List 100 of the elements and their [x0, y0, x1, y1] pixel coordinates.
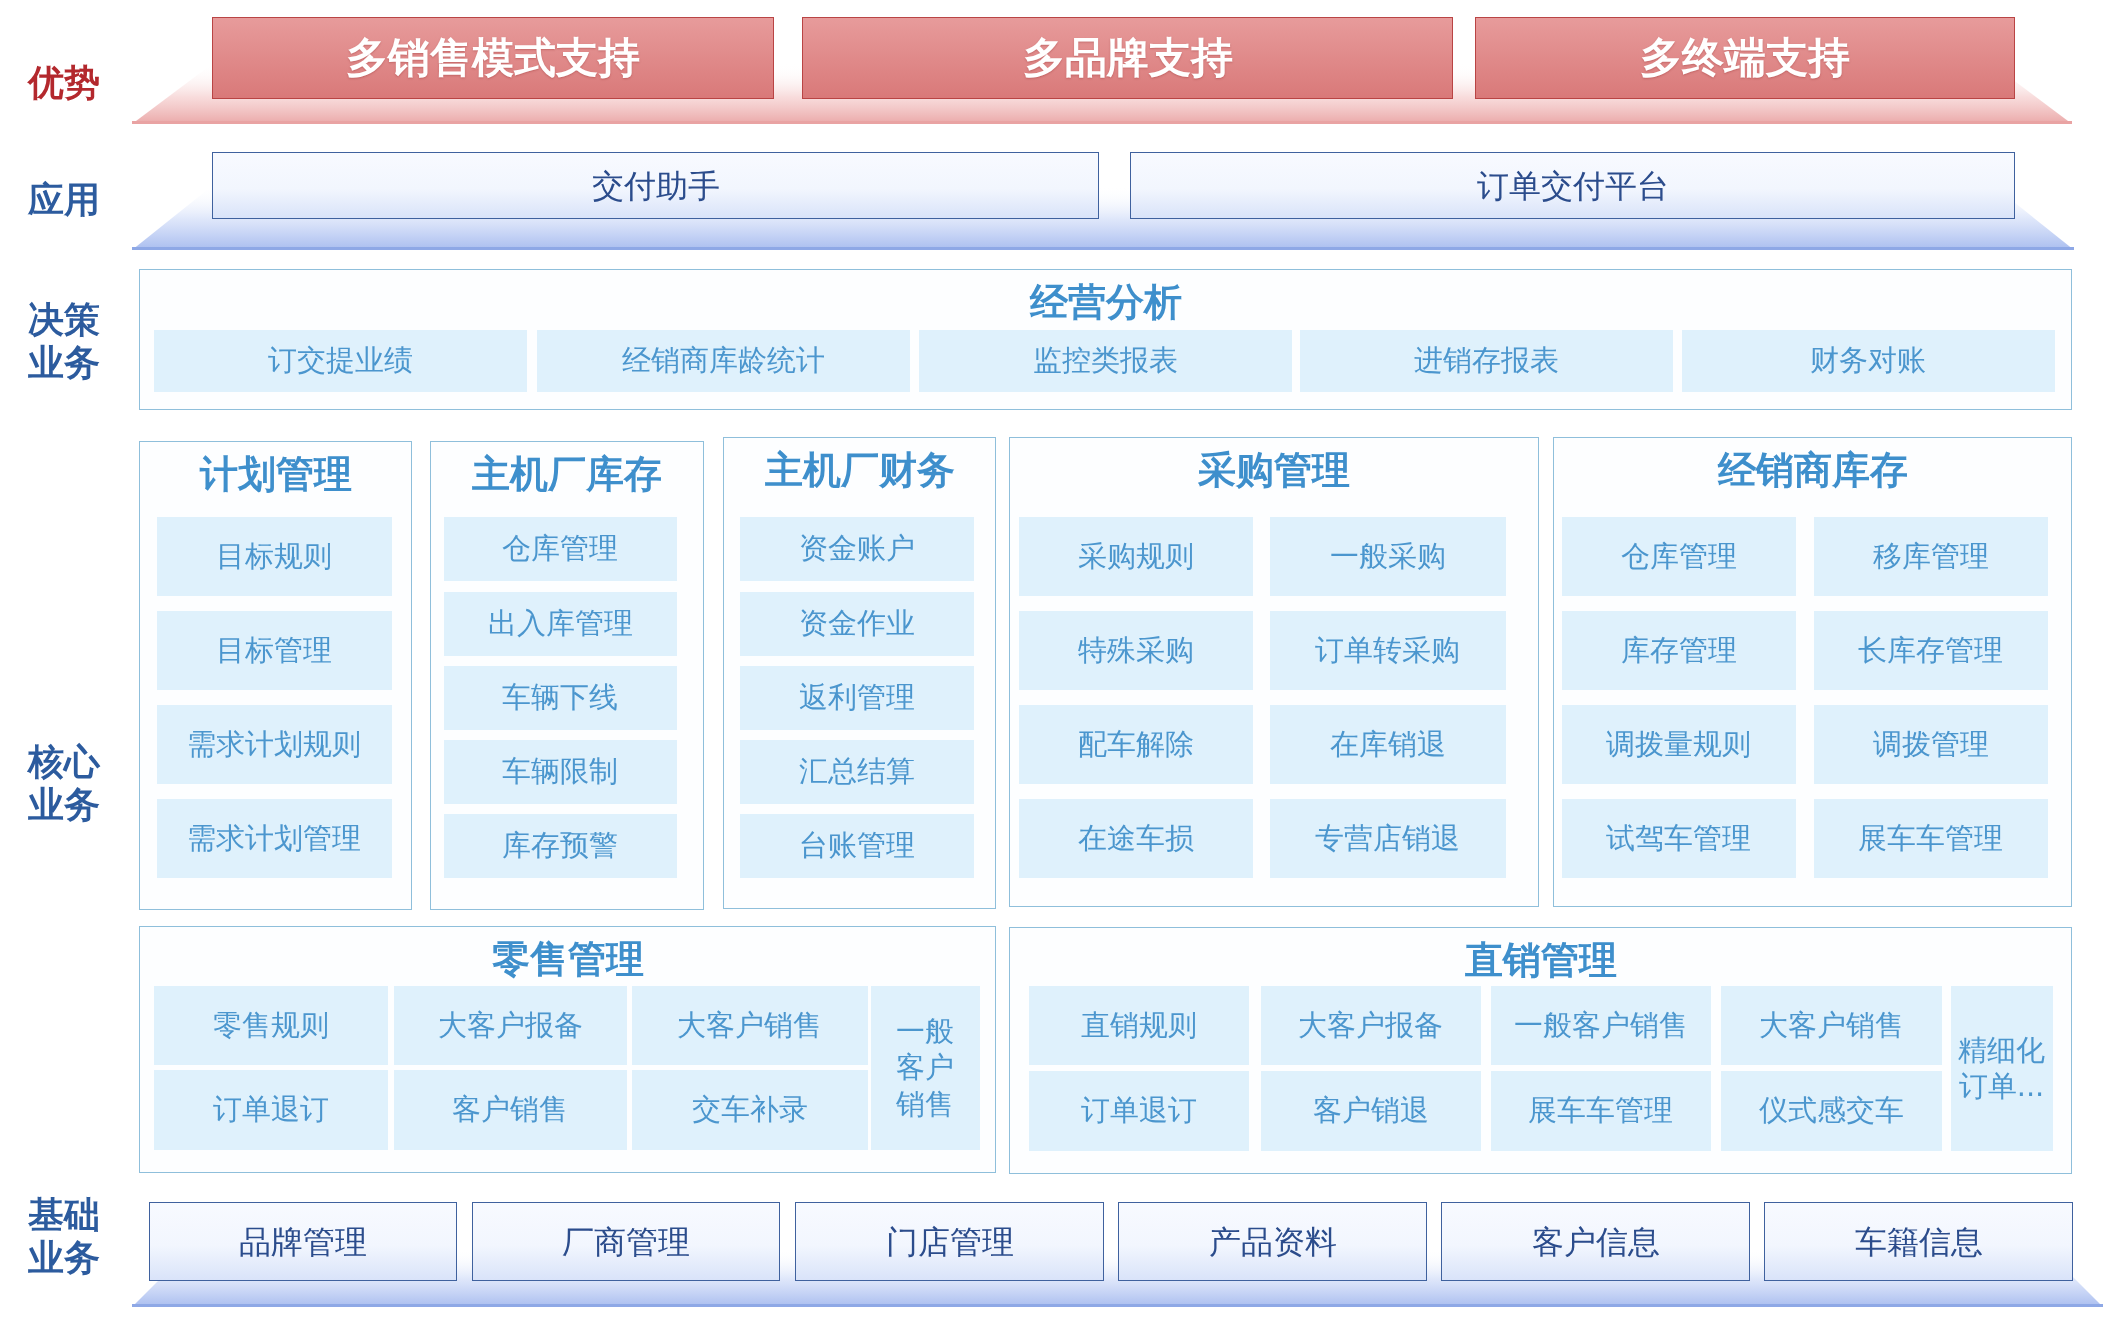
- function-tile: [1018, 516, 1253, 596]
- function-tile: [1813, 704, 2048, 784]
- panel-title: 主机厂财务: [764, 448, 955, 494]
- function-tile: [631, 985, 868, 1065]
- function-tile: [1720, 985, 1942, 1065]
- tile-label: 库存管理: [1620, 631, 1737, 669]
- tile-label: 财务对账: [1810, 342, 1926, 379]
- tile-label: 订单转采购: [1315, 631, 1460, 669]
- function-tile: [631, 1069, 868, 1150]
- tier-label: 优势: [28, 61, 100, 105]
- tier-label: 基础业务: [27, 1192, 101, 1280]
- tile-label: 资金账户: [798, 530, 915, 567]
- module-panel: [1553, 437, 2072, 907]
- module-panel: [1009, 927, 2072, 1174]
- tile-label: 交付助手: [591, 165, 720, 206]
- tile-label: 调拨量规则: [1606, 725, 1751, 763]
- tile-label: 客户信息: [1531, 1221, 1660, 1262]
- function-tile: [1720, 1070, 1942, 1151]
- function-tile: [1269, 704, 1506, 784]
- function-tile: [1561, 516, 1796, 596]
- tile-label: 一般采购: [1329, 537, 1446, 575]
- tile-label: 一般客户销售: [1513, 1006, 1688, 1044]
- panel-title: 计划管理: [199, 452, 352, 498]
- module-panel: [430, 441, 704, 910]
- function-tile: [1299, 329, 1673, 392]
- tile-label: 在库销退: [1329, 725, 1446, 763]
- function-tile: [1028, 985, 1249, 1065]
- function-tile: [443, 665, 677, 730]
- function-tile: [156, 610, 392, 690]
- platform-tile: [472, 1202, 780, 1281]
- tile-label: 车辆限制: [502, 753, 618, 790]
- module-panel: [139, 269, 2072, 410]
- tile-label: 汇总结算: [798, 753, 915, 790]
- function-tile: [156, 704, 392, 784]
- tile-label: 需求计划管理: [187, 819, 361, 857]
- function-tile: [443, 516, 677, 581]
- tile-label: 展车车管理: [1528, 1092, 1673, 1129]
- panel-title: 经销商库存: [1717, 448, 1908, 494]
- tile-label: 台账管理: [798, 827, 915, 864]
- tile-label: 一般客户销售: [895, 1013, 955, 1122]
- tile-label: 调拨管理: [1872, 725, 1989, 763]
- function-tile: [1260, 985, 1481, 1065]
- function-tile: [739, 813, 974, 878]
- platform-tile: [1764, 1202, 2073, 1281]
- function-tile: [918, 329, 1292, 392]
- tile-label: 订单退订: [212, 1091, 329, 1128]
- function-tile: [739, 665, 974, 730]
- function-tile: [1269, 610, 1506, 690]
- tile-label: 车辆下线: [502, 679, 618, 716]
- tile-label: 展车车管理: [1858, 819, 2003, 857]
- tier-label: 应用: [28, 178, 100, 222]
- module-panel: [139, 441, 412, 910]
- function-tile: [1269, 516, 1506, 596]
- platform-tile: [1441, 1202, 1750, 1281]
- platform-tile: [212, 152, 1099, 219]
- advantage-banner: [1475, 17, 2015, 99]
- tile-label: 订交提业绩: [267, 342, 413, 379]
- function-tile: [1018, 610, 1253, 690]
- tile-label: 库存预警: [502, 827, 618, 864]
- function-tile: [1681, 329, 2055, 392]
- tile-label: 门店管理: [885, 1221, 1014, 1262]
- tile-label: 订单退订: [1080, 1092, 1197, 1129]
- advantage-banner: [212, 17, 774, 99]
- tile-label: 出入库管理: [487, 605, 633, 642]
- module-panel: [139, 926, 996, 1173]
- function-tile: [1561, 798, 1796, 878]
- tile-label: 需求计划规则: [187, 725, 361, 763]
- function-tile: [1813, 798, 2048, 878]
- tile-label: 资金作业: [798, 605, 915, 642]
- tile-label: 专营店销退: [1315, 819, 1460, 857]
- function-tile: [1813, 610, 2048, 690]
- tile-label: 大客户报备: [1298, 1006, 1443, 1044]
- tile-label: 大客户报备: [437, 1006, 583, 1044]
- function-tile: [870, 985, 980, 1150]
- panel-title: 经营分析: [1029, 280, 1182, 326]
- platform-tile: [1118, 1202, 1427, 1281]
- function-tile: [1490, 1070, 1711, 1151]
- tile-label: 经销商库龄统计: [621, 342, 825, 379]
- function-tile: [443, 591, 677, 656]
- function-tile: [536, 329, 910, 392]
- tile-label: 产品资料: [1208, 1221, 1337, 1262]
- function-tile: [1269, 798, 1506, 878]
- tile-label: 采购规则: [1077, 537, 1194, 575]
- tile-label: 仓库管理: [1620, 537, 1737, 575]
- function-tile: [443, 739, 677, 804]
- function-tile: [739, 591, 974, 656]
- tile-label: 零售规则: [212, 1006, 329, 1044]
- tile-label: 仓库管理: [502, 530, 618, 567]
- panel-title: 零售管理: [491, 937, 644, 983]
- platform-tile: [149, 1202, 457, 1281]
- function-tile: [1490, 985, 1711, 1065]
- tile-label: 厂商管理: [562, 1221, 690, 1262]
- platform-tile: [795, 1202, 1104, 1281]
- function-tile: [156, 798, 392, 878]
- panel-title: 主机厂库存: [472, 452, 662, 498]
- tile-label: 精细化订单...: [1957, 1031, 2046, 1105]
- tile-label: 直销规则: [1080, 1006, 1197, 1044]
- panel-title: 采购管理: [1198, 448, 1350, 494]
- tier-label: 决策业务: [27, 297, 101, 385]
- tile-label: 交车补录: [691, 1091, 808, 1128]
